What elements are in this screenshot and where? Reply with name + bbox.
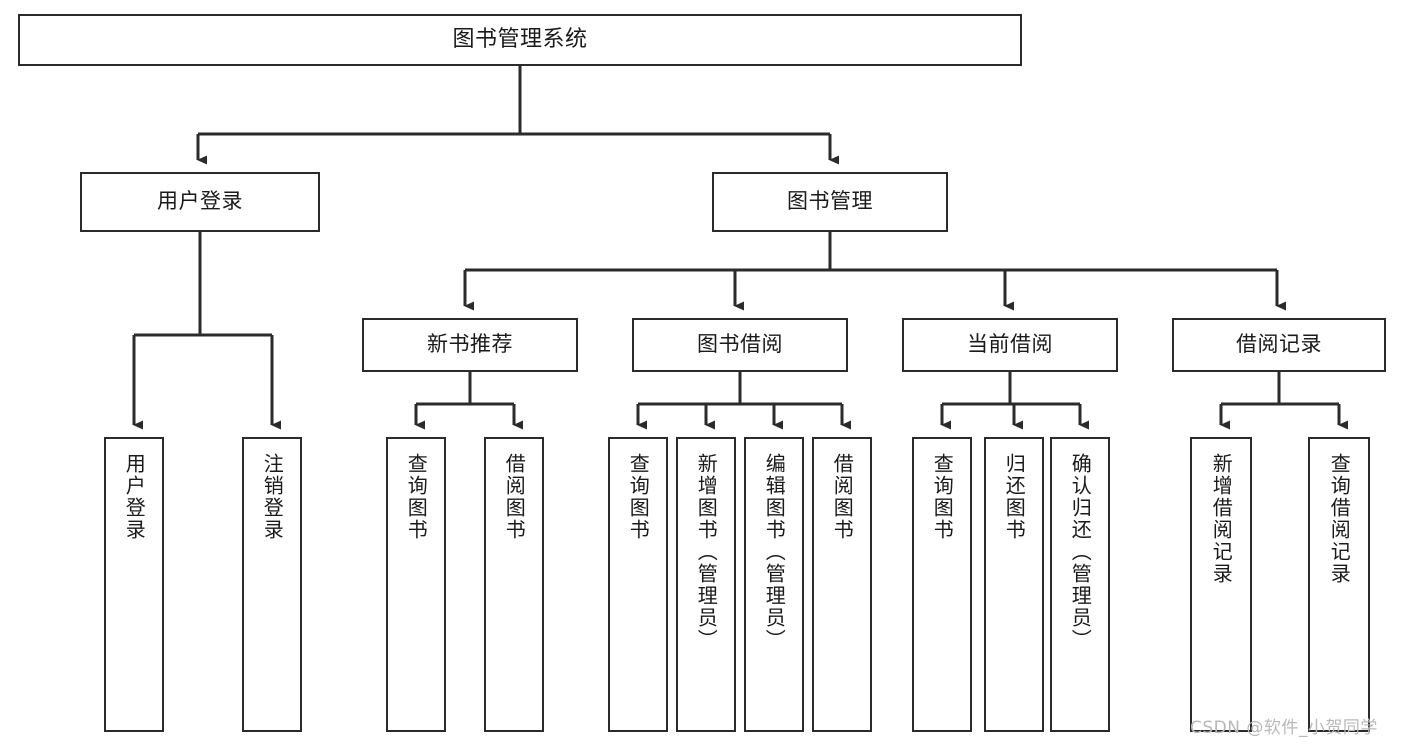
node-book-borrow-label: 图书借阅 (697, 332, 783, 357)
node-leaf-confirm-return-admin[interactable]: 确认归还（管理员） (1050, 437, 1110, 732)
node-book-management[interactable]: 图书管理 (712, 172, 948, 232)
node-leaf-borrow-book-nb[interactable]: 借阅图书 (484, 437, 544, 732)
node-leaf-label: 注销登录 (260, 453, 285, 541)
node-borrow-record-label: 借阅记录 (1236, 332, 1322, 357)
node-leaf-query-book-cb[interactable]: 查询图书 (912, 437, 972, 732)
node-leaf-logout[interactable]: 注销登录 (242, 437, 302, 732)
node-leaf-label: 查询图书 (626, 453, 651, 541)
node-leaf-label: 用户登录 (122, 453, 147, 541)
node-leaf-label: 新增图书（管理员） (694, 453, 719, 651)
node-borrow-record[interactable]: 借阅记录 (1172, 318, 1386, 372)
node-root-label: 图书管理系统 (452, 26, 588, 52)
node-leaf-query-book-bb[interactable]: 查询图书 (608, 437, 668, 732)
node-user-login-label: 用户登录 (157, 189, 243, 214)
node-book-management-label: 图书管理 (787, 189, 873, 214)
node-leaf-borrow-book-bb[interactable]: 借阅图书 (812, 437, 872, 732)
node-leaf-add-borrow-record[interactable]: 新增借阅记录 (1190, 437, 1252, 732)
node-leaf-label: 归还图书 (1002, 453, 1027, 541)
node-leaf-label: 查询借阅记录 (1327, 453, 1352, 585)
node-user-login[interactable]: 用户登录 (80, 172, 320, 232)
node-leaf-label: 确认归还（管理员） (1068, 453, 1093, 651)
node-leaf-label: 借阅图书 (830, 453, 855, 541)
node-leaf-label: 借阅图书 (502, 453, 527, 541)
node-leaf-user-login[interactable]: 用户登录 (104, 437, 164, 732)
node-new-book-recommend-label: 新书推荐 (427, 332, 513, 357)
node-leaf-label: 编辑图书（管理员） (762, 453, 787, 651)
node-current-borrow[interactable]: 当前借阅 (902, 318, 1118, 372)
node-leaf-label: 查询图书 (404, 453, 429, 541)
node-leaf-label: 查询图书 (930, 453, 955, 541)
node-leaf-return-book[interactable]: 归还图书 (984, 437, 1044, 732)
node-book-borrow[interactable]: 图书借阅 (632, 318, 848, 372)
node-leaf-query-borrow-record[interactable]: 查询借阅记录 (1308, 437, 1370, 732)
node-current-borrow-label: 当前借阅 (967, 332, 1053, 357)
node-leaf-add-book-admin[interactable]: 新增图书（管理员） (676, 437, 736, 732)
node-leaf-label: 新增借阅记录 (1209, 453, 1234, 585)
node-new-book-recommend[interactable]: 新书推荐 (362, 318, 578, 372)
node-root-system[interactable]: 图书管理系统 (18, 14, 1022, 66)
node-leaf-edit-book-admin[interactable]: 编辑图书（管理员） (744, 437, 804, 732)
node-leaf-query-book-nb[interactable]: 查询图书 (386, 437, 446, 732)
